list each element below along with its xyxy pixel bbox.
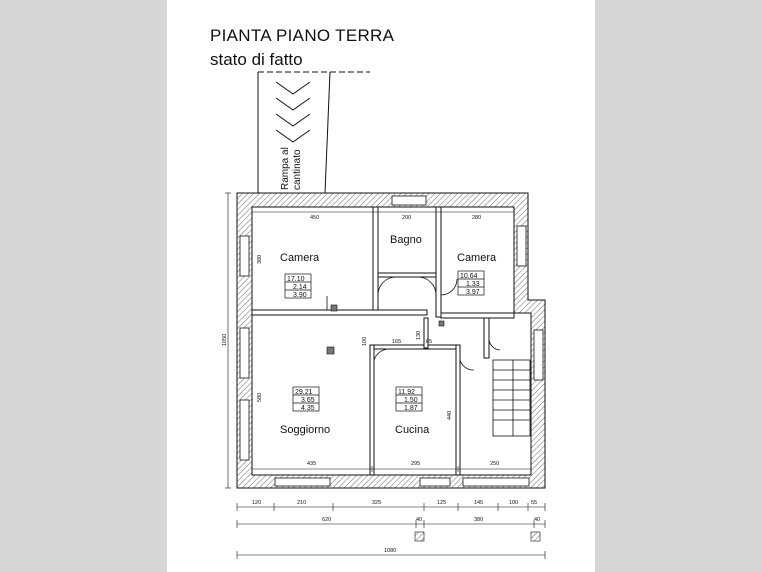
cucina-v2: 1.50 <box>404 397 418 404</box>
chain1-210: 210 <box>297 500 306 506</box>
cucina-v3: 1.87 <box>404 405 418 412</box>
room-label-camera-left: Camera <box>280 252 320 264</box>
chain2-620: 620 <box>322 517 331 523</box>
room-label-cucina: Cucina <box>395 424 430 436</box>
ramp <box>257 71 370 194</box>
room-label-soggiorno: Soggiorno <box>280 424 331 436</box>
camera-left-v2: 2.14 <box>293 284 307 291</box>
bottom-chain-2 <box>236 520 546 528</box>
camera-right-v1: 10.64 <box>460 273 478 280</box>
fixtures <box>326 304 541 542</box>
chain3-1080: 1080 <box>384 548 396 554</box>
top-dimension-line <box>251 209 515 215</box>
dim-130: 130 <box>416 331 422 340</box>
area-box-soggiorno <box>292 386 320 412</box>
area-box-camera-right <box>457 270 485 296</box>
plan-subtitle: stato di fatto <box>210 50 303 69</box>
ramp-label-1: Rampa al <box>280 147 291 190</box>
outer-walls <box>236 192 546 489</box>
room-label-bagno: Bagno <box>390 234 422 246</box>
windows <box>239 195 544 487</box>
camera-right-v2: 1.33 <box>466 281 480 288</box>
bottom-chain-1 <box>236 503 546 511</box>
chain1-125: 125 <box>437 500 446 506</box>
chain1-100: 100 <box>509 500 518 506</box>
dim-65: 65 <box>426 339 432 345</box>
chain2-380: 380 <box>474 517 483 523</box>
chain1-55: 55 <box>531 500 537 506</box>
dim-bottom-250: 250 <box>490 461 499 467</box>
room-label-camera-right: Camera <box>457 252 497 264</box>
bottom-inner-dimension-line <box>251 466 532 472</box>
dim-bottom-295: 295 <box>411 461 420 467</box>
dim-top-200: 200 <box>402 215 411 221</box>
dim-580: 580 <box>257 393 263 402</box>
dim-380: 380 <box>257 255 263 264</box>
dim-top-280: 280 <box>472 215 481 221</box>
camera-right-v3: 3.97 <box>466 289 480 296</box>
soggiorno-v1: 29.21 <box>295 389 313 396</box>
left-dimension-line <box>225 192 231 489</box>
chain1-145: 145 <box>474 500 483 506</box>
stairs <box>492 359 531 437</box>
chain1-325: 325 <box>372 500 381 506</box>
camera-left-v3: 3.90 <box>293 292 307 299</box>
area-box-cucina <box>395 386 423 412</box>
dim-100: 100 <box>362 337 368 346</box>
plan-title: PIANTA PIANO TERRA <box>210 26 395 45</box>
dim-440: 440 <box>447 411 453 420</box>
chain2-40a: 40 <box>416 517 422 523</box>
dim-bottom-435: 435 <box>307 461 316 467</box>
bottom-chain-3 <box>236 551 546 559</box>
ramp-label-2: cantinato <box>292 149 303 190</box>
interior-walls <box>251 206 515 476</box>
soggiorno-v2: 3.65 <box>301 397 315 404</box>
dim-left-1050: 1050 <box>222 334 228 346</box>
dim-top-450: 450 <box>310 215 319 221</box>
dim-165: 165 <box>392 339 401 345</box>
area-box-camera-left <box>284 273 312 299</box>
camera-left-v1: 17.10 <box>287 276 305 283</box>
chain2-40b: 40 <box>534 517 540 523</box>
soggiorno-v3: 4.35 <box>301 405 315 412</box>
cucina-v1: 11.92 <box>398 389 415 396</box>
doors <box>326 276 501 371</box>
chain1-120: 120 <box>252 500 261 506</box>
